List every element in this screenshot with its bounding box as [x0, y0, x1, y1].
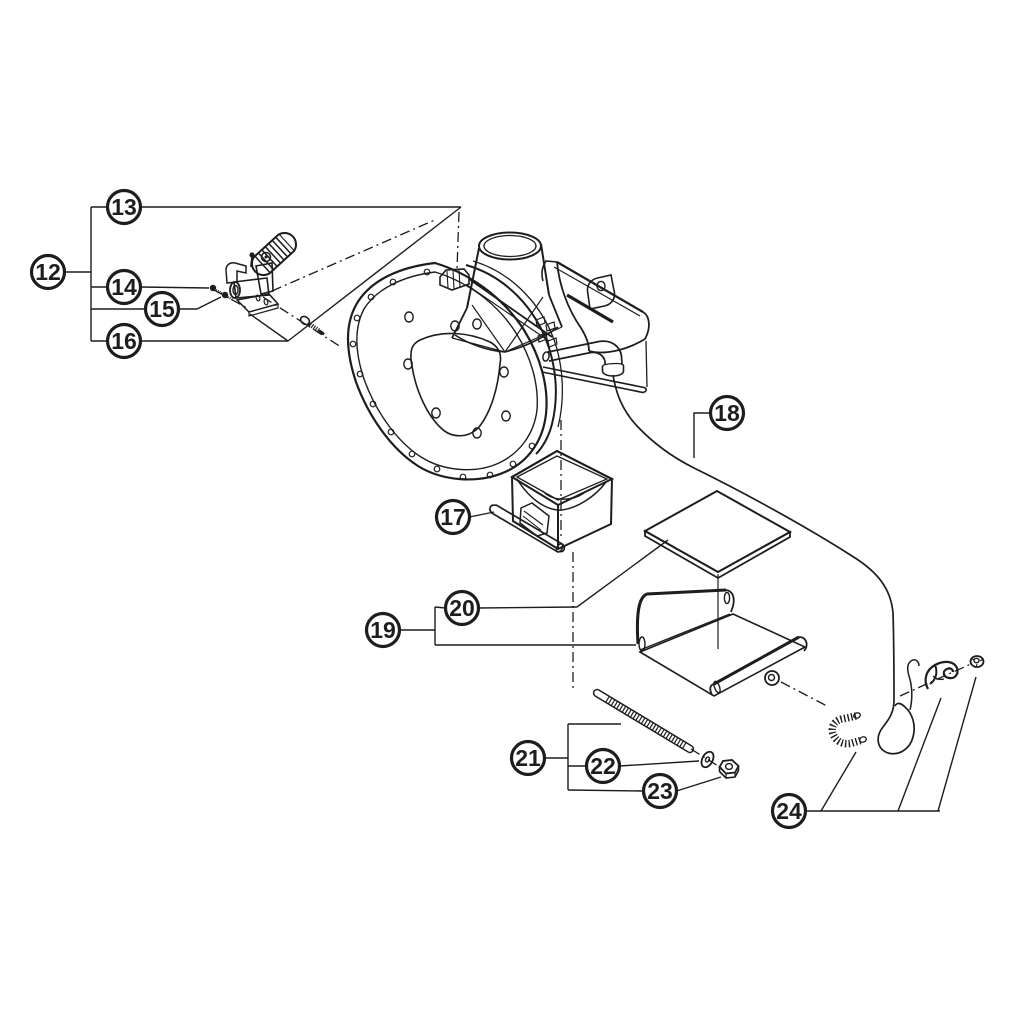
callout-18: 18	[708, 394, 746, 432]
callout-18-label: 18	[714, 400, 740, 426]
bracket-19	[635, 588, 808, 697]
callout-16-label: 16	[111, 328, 137, 354]
leader-lines	[64, 206, 977, 812]
callout-15-label: 15	[149, 296, 175, 322]
cable-conduit	[542, 340, 625, 377]
callout-16: 16	[105, 322, 143, 360]
pad-20	[642, 489, 793, 580]
pulley-arm	[255, 262, 274, 295]
screw-15	[221, 291, 234, 301]
callout-24-label: 24	[776, 798, 802, 824]
callout-23: 23	[641, 772, 679, 810]
pin-17	[489, 502, 566, 553]
callout-20: 20	[443, 589, 481, 627]
callout-13: 13	[105, 188, 143, 226]
callout-21-label: 21	[515, 745, 541, 771]
bolt-16	[299, 315, 325, 335]
callout-23-label: 23	[647, 778, 673, 804]
callouts: 12 13 14 15 16 17 18 19	[29, 188, 808, 830]
callout-12: 12	[29, 253, 67, 291]
callout-19: 19	[364, 611, 402, 649]
callout-22-label: 22	[590, 753, 616, 779]
grommet	[764, 670, 780, 686]
callout-14: 14	[105, 268, 143, 306]
clevis-plate	[225, 262, 247, 284]
mount-block	[439, 268, 553, 342]
threaded-rod-21	[592, 688, 695, 754]
idler-assembly	[225, 232, 297, 317]
callout-24: 24	[770, 792, 808, 830]
hook-clip	[924, 660, 959, 690]
callout-19-label: 19	[370, 617, 396, 643]
pulley	[251, 232, 297, 276]
blower-housing	[347, 260, 564, 481]
callout-14-label: 14	[111, 274, 137, 300]
callout-20-label: 20	[449, 595, 475, 621]
cable-18	[612, 374, 920, 755]
dowel-pin	[249, 252, 255, 268]
screw-14	[209, 284, 223, 294]
chute	[541, 260, 650, 394]
callout-22: 22	[584, 747, 622, 785]
pad-top	[642, 489, 793, 574]
nut-23	[718, 759, 740, 779]
callout-13-label: 13	[111, 194, 137, 220]
washer-22	[700, 750, 715, 769]
small-nut	[969, 655, 985, 668]
discharge-box	[510, 449, 615, 551]
callout-17: 17	[434, 498, 472, 536]
base-plate	[235, 293, 280, 317]
callout-15: 15	[143, 290, 181, 328]
callout-21: 21	[509, 739, 547, 777]
callout-17-label: 17	[440, 504, 466, 530]
callout-12-label: 12	[35, 259, 61, 285]
face-holes	[403, 311, 511, 439]
discharge-tube	[451, 231, 563, 353]
hose-clamp	[828, 712, 867, 748]
construction-lines	[213, 211, 974, 770]
rim-holes	[349, 268, 536, 481]
